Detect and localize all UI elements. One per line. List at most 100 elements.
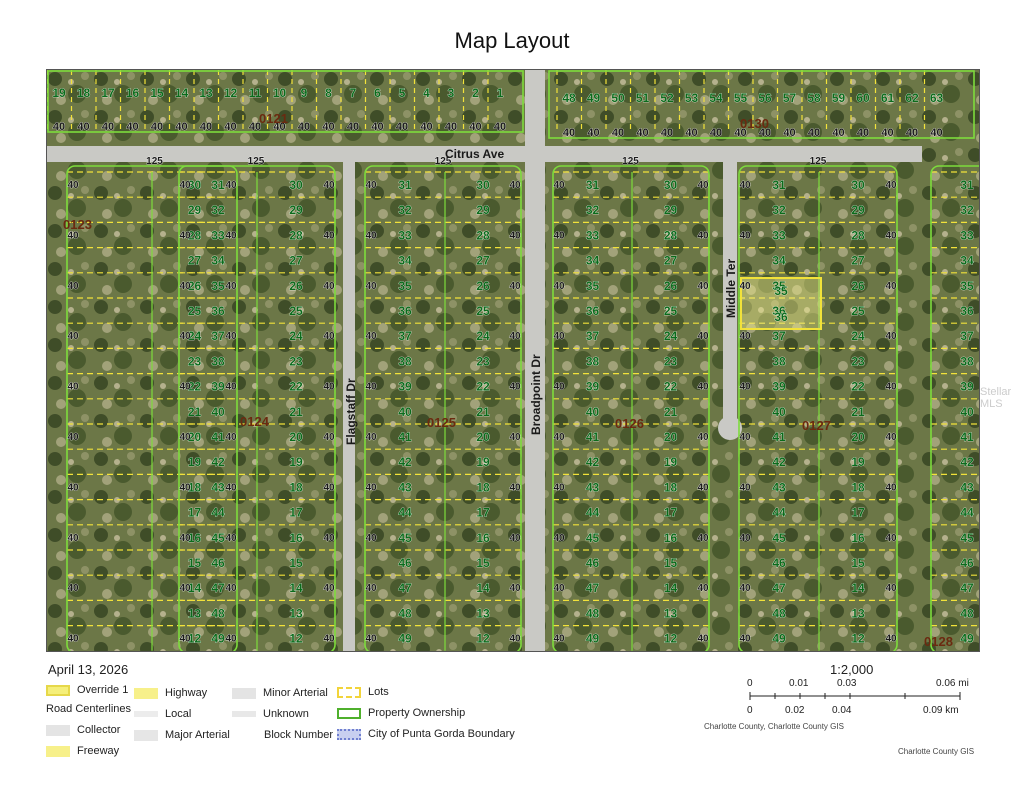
lot-number: 30: [289, 178, 303, 192]
lot-number: 42: [398, 455, 412, 469]
lot-number: 23: [289, 354, 303, 368]
lot-number: 60: [856, 91, 870, 105]
lot-number: 41: [772, 430, 786, 444]
frontage-label: 40: [225, 432, 237, 443]
block-label-0127: 0127: [802, 418, 831, 433]
lot-number: 19: [476, 455, 490, 469]
highway-swatch: [134, 687, 158, 699]
frontage-label: 40: [885, 533, 897, 544]
lot-number: 14: [851, 581, 865, 595]
lot-number: 45: [398, 531, 412, 545]
frontage-label: 40: [739, 432, 751, 443]
frontage-label: 125: [146, 156, 163, 167]
lot-number: 2: [472, 86, 479, 100]
broadpoint-dr-road[interactable]: [525, 70, 545, 651]
block-label-0124: 0124: [240, 414, 270, 429]
lot-number: 48: [772, 606, 786, 620]
frontage-label: 40: [365, 281, 377, 292]
frontage-label: 40: [832, 127, 844, 139]
lot-number: 26: [476, 279, 490, 293]
lot-number: 1: [497, 86, 504, 100]
frontage-label: 40: [881, 127, 893, 139]
lot-number: 42: [211, 455, 225, 469]
frontage-label: 40: [697, 533, 709, 544]
legend-lots-label: Lots: [368, 686, 389, 698]
frontage-label: 40: [396, 121, 408, 133]
scale-km-2: 0.04: [832, 705, 852, 716]
frontage-label: 40: [636, 127, 648, 139]
lot-number: 37: [586, 329, 600, 343]
city-boundary-swatch: [337, 728, 361, 740]
frontage-label: 40: [739, 180, 751, 191]
frontage-label: 40: [553, 583, 565, 594]
frontage-label: 40: [67, 230, 79, 241]
frontage-label: 40: [365, 230, 377, 241]
frontage-label: 40: [885, 382, 897, 393]
lot-number: 31: [211, 178, 225, 192]
frontage-label: 40: [553, 281, 565, 292]
lot-number: 35: [960, 279, 974, 293]
credit-line-2: Charlotte County GIS: [898, 747, 975, 756]
lot-number: 53: [685, 91, 699, 105]
lot-number: 22: [188, 380, 202, 394]
lot-number: 43: [772, 480, 786, 494]
frontage-label: 40: [509, 331, 521, 342]
frontage-label: 40: [885, 230, 897, 241]
lot-number: 36: [211, 304, 225, 318]
frontage-label: 40: [365, 382, 377, 393]
lot-number: 9: [301, 86, 308, 100]
lot-number: 28: [188, 228, 202, 242]
lot-number: 39: [960, 380, 974, 394]
lot-number: 17: [188, 506, 202, 520]
lot-number: 5: [399, 86, 406, 100]
lot-number: 38: [960, 354, 974, 368]
middle-ter-road[interactable]: [723, 162, 737, 437]
lot-number: 49: [772, 632, 786, 646]
lot-number: 61: [881, 91, 895, 105]
scale-mi-2: 0.03: [837, 678, 857, 689]
legend-road-centerlines-label: Road Centerlines: [46, 703, 131, 715]
lot-number: 20: [289, 430, 303, 444]
frontage-label: 40: [225, 482, 237, 493]
lot-number: 47: [398, 581, 412, 595]
highlighted-lot-number: 36: [774, 310, 788, 324]
page-title: Map Layout: [454, 28, 570, 53]
frontage-label: 40: [323, 533, 335, 544]
ownership-block: [178, 165, 336, 651]
lot-number: 39: [586, 380, 600, 394]
frontage-label: 40: [365, 482, 377, 493]
ownership-block: [364, 165, 522, 651]
lot-number: 38: [398, 354, 412, 368]
lot-number: 49: [211, 632, 225, 646]
credit-line-1: Charlotte County, Charlotte County GIS: [704, 722, 844, 731]
parcel-map[interactable]: 1940184017401640154014401340124011401040…: [47, 70, 979, 651]
legend-minor-arterial-label: Minor Arterial: [263, 687, 328, 699]
highlighted-parcel[interactable]: [740, 277, 822, 330]
street-label-citrus-ave: Citrus Ave: [445, 147, 504, 161]
frontage-label: 40: [739, 533, 751, 544]
legend: Override 1 Road Centerlines Collector Fr…: [46, 684, 546, 774]
frontage-label: 40: [494, 121, 506, 133]
flagstaff-dr-road[interactable]: [343, 162, 355, 651]
frontage-label: 40: [739, 482, 751, 493]
lot-number: 40: [960, 405, 974, 419]
street-labels: Citrus Ave Flagstaff Dr Broadpoint Dr Mi…: [344, 147, 738, 445]
ownership-block-0130: [548, 70, 975, 139]
lot-number: 29: [188, 203, 202, 217]
lot-number: 62: [905, 91, 919, 105]
lot-number: 44: [211, 506, 225, 520]
lot-number: 14: [664, 581, 678, 595]
lot-number: 44: [960, 506, 974, 520]
lot-number: 46: [211, 556, 225, 570]
frontage-label: 40: [885, 432, 897, 443]
frontage-label: 40: [783, 127, 795, 139]
citrus-ave-road[interactable]: [47, 146, 922, 162]
frontage-label: 40: [77, 121, 89, 133]
frontage-label: 40: [697, 281, 709, 292]
lot-number: 18: [289, 480, 303, 494]
frontage-label: 40: [371, 121, 383, 133]
lot-number: 24: [188, 329, 202, 343]
watermark: Stellar MLS: [980, 386, 1012, 410]
lot-number: 18: [188, 480, 202, 494]
